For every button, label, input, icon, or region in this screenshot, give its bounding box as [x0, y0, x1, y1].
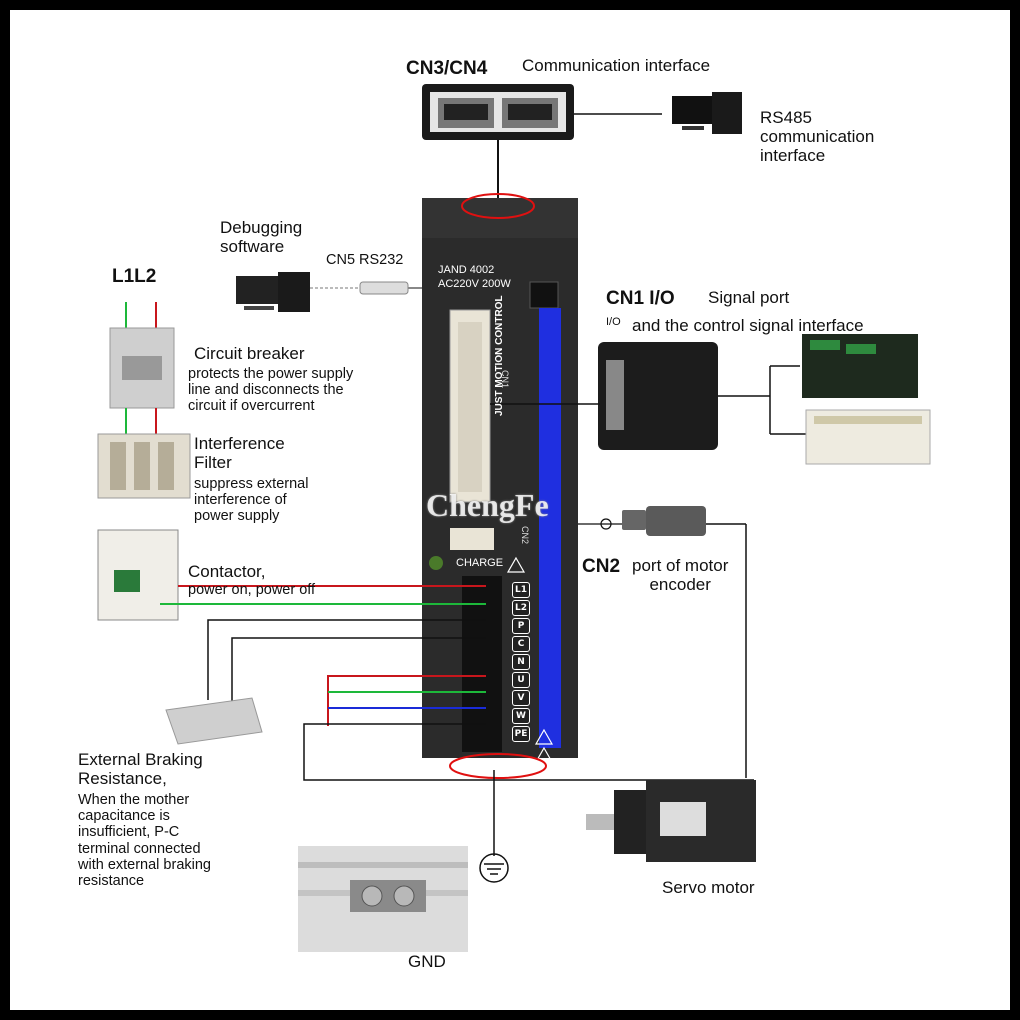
plc-board [802, 334, 918, 398]
plc-unit [805, 409, 931, 465]
gnd-photo [298, 846, 468, 952]
drive-rating: AC220V 200W [438, 278, 511, 290]
contactor-desc: power on, power off [188, 582, 316, 598]
braking-resistance-desc: When the mother capacitance is insuffici… [78, 792, 211, 890]
rs485-label: RS485 communication interface [760, 108, 875, 166]
top-highlight-ellipse [461, 193, 535, 219]
cn2-title: CN2 [582, 556, 621, 577]
rs485-computer [672, 92, 742, 134]
cn3-cn4-connector [422, 84, 574, 140]
braking-resistor-device [165, 697, 263, 745]
terminal-v: V [512, 690, 530, 706]
terminal-u: U [512, 672, 530, 688]
cn3-cn4-title: CN3/CN4 [406, 58, 488, 79]
debugging-software-label: Debugging software [220, 218, 303, 257]
terminal-w: W [512, 708, 530, 724]
ground-symbol [479, 853, 509, 883]
terminal-pe: PE [512, 726, 530, 742]
u-wire [327, 675, 486, 726]
circuit-breaker-title: Circuit breaker [194, 344, 305, 363]
circuit-breaker-desc: protects the power supply line and disco… [188, 366, 354, 415]
terminal-p: P [512, 618, 530, 634]
cn5-rs232-label: CN5 RS232 [326, 252, 404, 268]
interference-filter-desc: suppress external interference of power … [194, 476, 309, 525]
cn1-plug [598, 342, 718, 450]
debug-computer [236, 272, 310, 312]
gnd-label: GND [408, 952, 446, 971]
cn1-desc: and the control signal interface [632, 316, 864, 335]
servo-motor-label: Servo motor [662, 878, 755, 897]
diagram-graphics [97, 84, 931, 952]
drive-cn1-mark: CN1 [500, 370, 510, 389]
cn1-io-title: CN1 I/O [606, 288, 675, 309]
terminal-l2: L2 [512, 600, 530, 616]
cn1-io-small: I/O [606, 316, 621, 328]
cn2-desc: port of motor encoder [632, 556, 729, 595]
bottom-highlight-ellipse [449, 753, 547, 779]
drive-model: JAND 4002 [438, 264, 495, 276]
diagram-canvas: CN3/CN4 Communication interface RS485 co… [10, 10, 1010, 1010]
terminal-c: C [512, 636, 530, 652]
communication-interface-label: Communication interface [522, 56, 711, 75]
circuit-breaker-device [109, 327, 175, 409]
charge-label: CHARGE [456, 557, 504, 569]
cn1-signal-port-label: Signal port [708, 288, 790, 307]
interference-filter-title: Interference Filter [194, 434, 285, 473]
contactor-title: Contactor, [188, 562, 266, 581]
servo-drive-body [422, 198, 578, 763]
contactor-device [97, 529, 179, 621]
l1l2-label: L1L2 [112, 266, 157, 287]
interference-filter-device [97, 433, 191, 499]
servo-motor-device [586, 780, 756, 862]
cn2-plug [622, 510, 646, 530]
rs232-cable [359, 281, 409, 295]
drive-cn2-mark: CN2 [520, 526, 530, 545]
terminal-l1: L1 [512, 582, 530, 598]
terminal-n: N [512, 654, 530, 670]
watermark-text: ChengFe [426, 487, 549, 523]
braking-resistance-title: External Braking Resistance, [78, 750, 203, 789]
